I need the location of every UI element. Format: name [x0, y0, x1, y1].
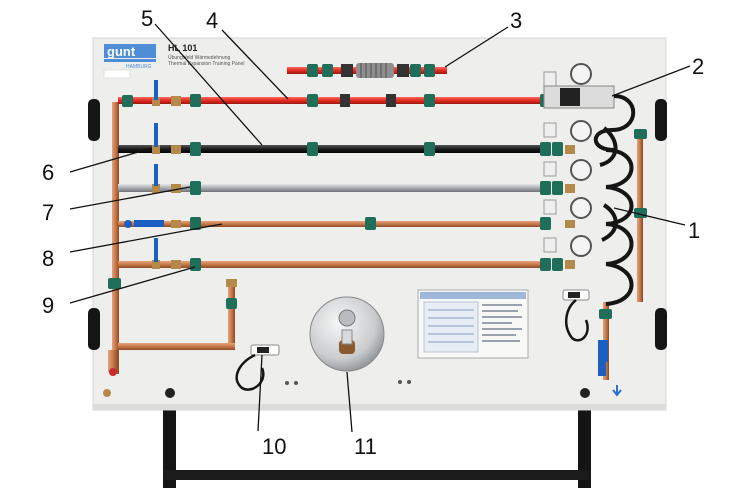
callout-4: 4 — [206, 8, 219, 33]
mixing-valve-disc — [309, 296, 385, 372]
panel-handles — [88, 99, 667, 350]
info-diagram-poster — [417, 289, 529, 359]
support-frame — [163, 405, 591, 488]
brand-sub-text: HAMBURG — [126, 64, 152, 70]
callout-10: 10 — [262, 434, 287, 459]
inlet-copper-pipe — [118, 343, 235, 350]
callout-9: 9 — [42, 293, 55, 318]
small-label — [103, 69, 131, 79]
subtitle-en-text: Thermal Expansion Training Panel — [168, 61, 244, 67]
callout-8: 8 — [42, 246, 55, 271]
callout-3: 3 — [510, 8, 523, 33]
copper-pipe-thick — [118, 261, 546, 268]
callout-leader-lines — [69, 23, 691, 433]
temperature-sensor-left — [235, 344, 280, 391]
drain-valve — [109, 368, 117, 376]
connecting-hoses — [593, 94, 636, 306]
brass-fittings — [171, 96, 575, 269]
copper-pipe-thin — [118, 221, 546, 227]
brand-text: gunt — [107, 44, 136, 59]
callout-2: 2 — [692, 54, 705, 79]
callout-1: 1 — [688, 218, 701, 243]
callout-7: 7 — [42, 200, 55, 225]
dial-gauges — [543, 63, 615, 257]
inlet-copper-riser — [228, 280, 235, 348]
flow-arrow-icon — [612, 385, 622, 397]
stainless-steel-pipe — [118, 184, 546, 192]
bellows-compensator — [340, 63, 409, 107]
callout-6: 6 — [42, 160, 55, 185]
left-manifold-pipe — [112, 102, 119, 374]
model-text: HL 101 — [168, 43, 197, 53]
gunt-logo: gunt HAMBURG — [104, 44, 156, 70]
black-steel-pipe — [118, 145, 546, 153]
red-plastic-pipe — [118, 97, 546, 104]
callout-5: 5 — [141, 6, 154, 31]
mounting-screws — [165, 380, 590, 398]
ball-valves — [124, 80, 608, 362]
subtitle-de-text: Übungsfeld Wärmedehnung — [168, 54, 230, 61]
callout-11: 11 — [354, 434, 377, 459]
temperature-sensor-right — [562, 289, 590, 342]
